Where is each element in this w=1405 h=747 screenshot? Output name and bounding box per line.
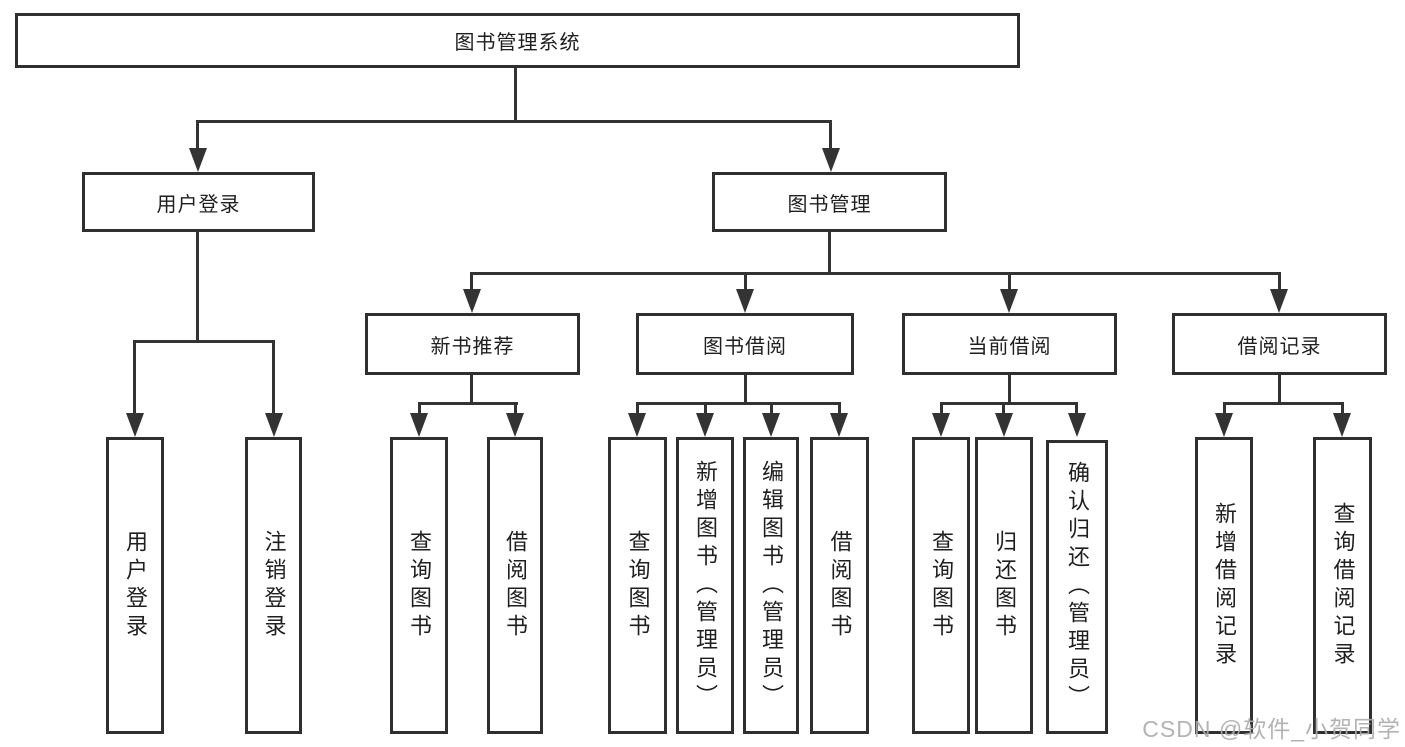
edge-stem (636, 402, 639, 413)
node-borrowing-records: 借阅记录 (1172, 313, 1387, 375)
arrow-down-icon (126, 413, 144, 437)
node-leaf-borrow-books-1: 借阅图书 (487, 437, 543, 734)
node-leaf-user-login: 用户登录 (106, 437, 164, 734)
edge-book-mgmt-stem (829, 120, 832, 150)
node-leaf-query-books-1: 查询图书 (390, 437, 448, 734)
edge-stem (1341, 402, 1344, 413)
node-leaf-logout: 注销登录 (245, 437, 302, 734)
node-book-borrowing: 图书借阅 (636, 313, 854, 375)
node-leaf-query-borrow-record: 查询借阅记录 (1313, 437, 1372, 734)
arrow-down-icon (265, 413, 283, 437)
arrow-down-icon (762, 413, 780, 437)
edge-new-books-stem (470, 272, 473, 292)
edge-user-login-stem (196, 120, 199, 150)
arrow-down-icon (463, 289, 481, 313)
edge-borrowing-down (744, 375, 747, 402)
arrow-down-icon (1215, 413, 1233, 437)
node-leaf-add-books-admin: 新增图书（管理员） (676, 437, 734, 734)
node-leaf-borrow-books-2: 借阅图书 (810, 437, 869, 734)
arrow-down-icon (628, 413, 646, 437)
edge-stem (770, 402, 773, 413)
arrow-down-icon (1270, 289, 1288, 313)
arrow-down-icon (1000, 289, 1018, 313)
arrow-down-icon (830, 413, 848, 437)
arrow-down-icon (995, 413, 1013, 437)
edge-stem (1223, 402, 1226, 413)
node-current-borrowing: 当前借阅 (902, 313, 1117, 375)
edge-records-stem (1278, 272, 1281, 292)
edge-stem (1075, 402, 1078, 413)
arrow-down-icon (932, 413, 950, 437)
arrow-down-icon (1333, 413, 1351, 437)
arrow-down-icon (736, 289, 754, 313)
node-root-library-system: 图书管理系统 (15, 13, 1020, 68)
watermark: CSDN @软件_小贺同学 (1142, 716, 1401, 742)
edge-stem (940, 402, 943, 413)
arrow-down-icon (822, 148, 840, 172)
edge-borrowing-bus (636, 402, 841, 405)
node-new-book-recommend: 新书推荐 (365, 313, 580, 375)
node-book-management: 图书管理 (712, 172, 947, 232)
edge-book-mgmt-down (828, 232, 831, 272)
edge-borrowing-stem (744, 272, 747, 292)
edge-leaf-login-stem (133, 340, 136, 413)
arrow-down-icon (189, 148, 207, 172)
arrow-down-icon (696, 413, 714, 437)
arrow-down-icon (1068, 413, 1086, 437)
node-user-login: 用户登录 (82, 172, 315, 232)
node-leaf-query-books-2: 查询图书 (608, 437, 667, 734)
edge-new-books-down (470, 375, 473, 402)
edge-new-books-bus (418, 402, 518, 405)
arrow-down-icon (506, 413, 524, 437)
edge-current-stem (1008, 272, 1011, 292)
edge-root-bus (196, 120, 832, 123)
node-leaf-confirm-return-admin: 确认归还（管理员） (1046, 440, 1108, 734)
edge-current-bus (940, 402, 1078, 405)
edge-stem (418, 402, 421, 413)
node-leaf-return-books: 归还图书 (975, 437, 1033, 734)
edge-stem (838, 402, 841, 413)
edge-stem (1002, 402, 1005, 413)
edge-leaf-logout-stem (272, 340, 275, 413)
edge-stem (704, 402, 707, 413)
edge-records-bus (1223, 402, 1344, 405)
edge-user-login-bus (133, 340, 275, 343)
edge-records-down (1278, 375, 1281, 402)
edge-user-login-down (196, 232, 199, 340)
node-leaf-query-books-3: 查询图书 (912, 437, 970, 734)
edge-current-down (1008, 375, 1011, 402)
node-leaf-edit-books-admin: 编辑图书（管理员） (743, 437, 799, 734)
node-leaf-add-borrow-record: 新增借阅记录 (1195, 437, 1253, 734)
edge-book-mgmt-bus (470, 272, 1281, 275)
arrow-down-icon (410, 413, 428, 437)
edge-root-stub (514, 68, 517, 120)
edge-stem (514, 402, 517, 413)
